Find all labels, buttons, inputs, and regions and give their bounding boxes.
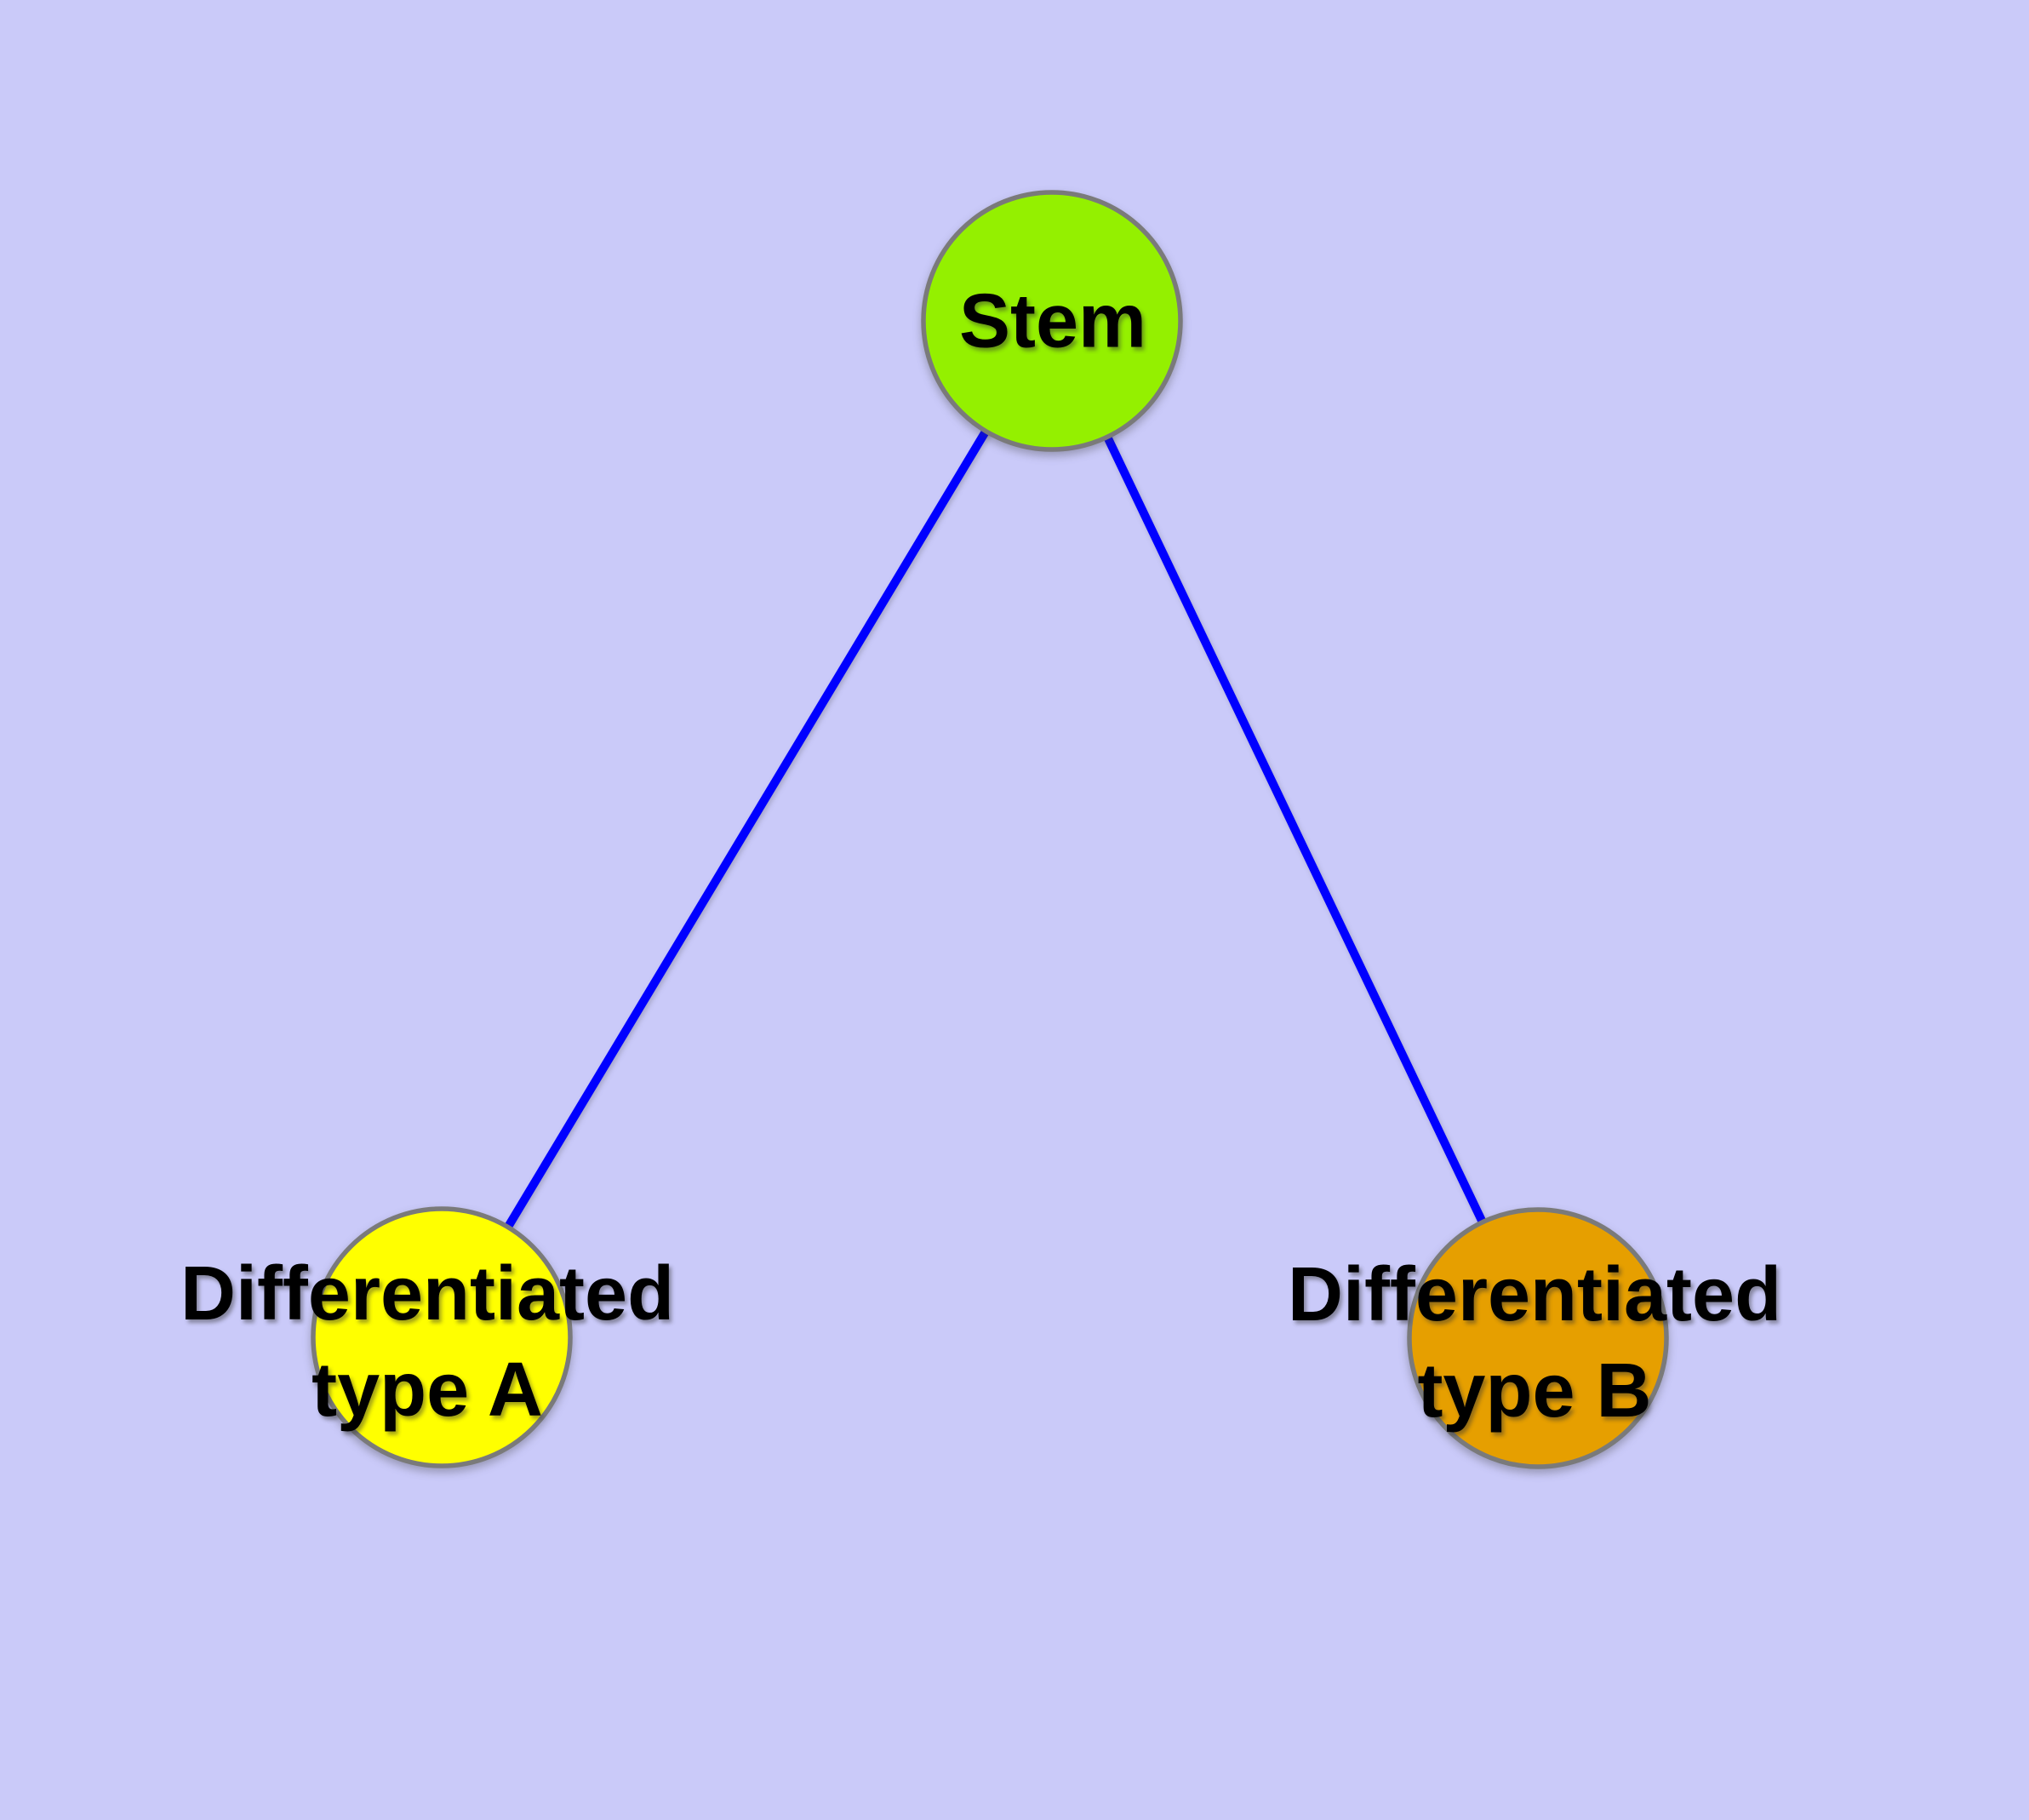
node-label-stem: Stem — [959, 274, 1146, 370]
node-label-line: Differentiated — [180, 1251, 675, 1336]
node-differentiated-type-b — [1407, 1207, 1669, 1469]
edge-stem-to-type-a — [437, 318, 1056, 1340]
node-label-differentiated-type-a: Differentiated type A — [180, 1246, 674, 1439]
node-label-differentiated-type-b: Differentiated type B — [1288, 1247, 1781, 1439]
node-label-line: Differentiated — [1287, 1252, 1782, 1337]
node-label-line: type A — [311, 1348, 543, 1433]
node-differentiated-type-a — [311, 1206, 573, 1468]
node-stem — [921, 190, 1183, 452]
edge-stem-to-type-b — [1048, 318, 1542, 1341]
node-label-line: type B — [1417, 1348, 1652, 1434]
node-label-line: Stem — [958, 278, 1147, 364]
